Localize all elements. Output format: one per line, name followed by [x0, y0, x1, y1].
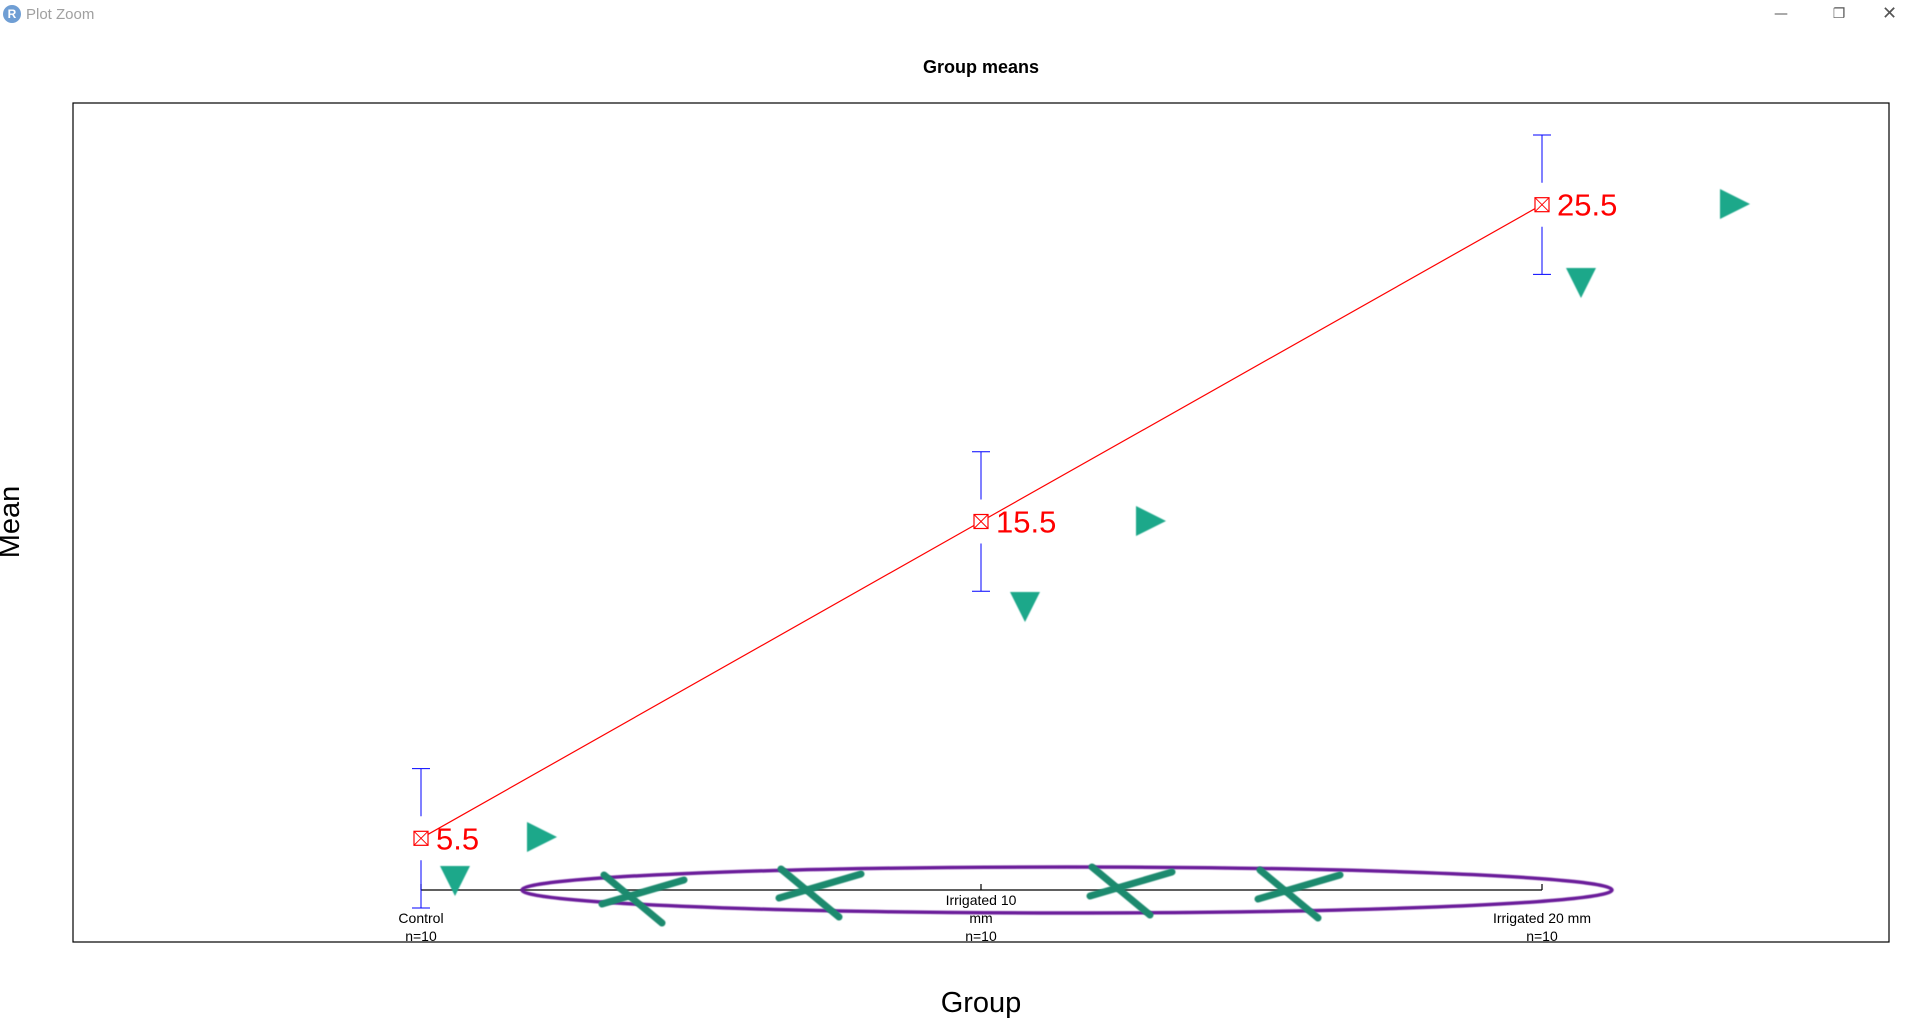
y-axis-label: Mean	[0, 486, 26, 559]
x-tick-label-2-line-1: Irrigated 10	[946, 892, 1017, 908]
maximize-button[interactable]: ❐	[1832, 6, 1846, 22]
cross-mark-icon-4-a	[1256, 866, 1322, 922]
mean-value-label-2: 15.5	[996, 505, 1056, 540]
cross-mark-icon-1-b	[598, 876, 688, 908]
mean-point-cross-b-2	[973, 514, 989, 529]
cross-mark-icon-2-a	[777, 865, 843, 921]
chart-title: Group means	[923, 57, 1039, 77]
arrow-down-icon-2-head	[1010, 592, 1040, 622]
arrow-right-icon-2-head	[1136, 506, 1166, 536]
close-button[interactable]: ✕	[1881, 3, 1898, 24]
x-tick-label-1-line-2: n=10	[405, 928, 437, 944]
title-bar[interactable]: R Plot Zoom — ❐ ✕	[0, 0, 1911, 28]
x-axis-label: Group	[941, 987, 1022, 1019]
mean-point-cross-b-3	[1534, 197, 1550, 213]
cross-mark-icon-3-a	[1088, 863, 1154, 919]
x-tick-label-1-line-1: Control	[398, 910, 443, 926]
window-title: Plot Zoom	[26, 6, 95, 23]
arrow-right-icon-3-head	[1720, 189, 1750, 219]
cross-mark-icon-3-b	[1086, 868, 1176, 900]
ellipse-highlight	[520, 865, 1614, 915]
mean-value-label-3: 25.5	[1557, 188, 1617, 223]
cross-mark-icon-1-a	[600, 871, 666, 927]
arrow-right-icon-1-head	[527, 822, 557, 852]
cross-mark-icon-2-b	[775, 870, 865, 902]
x-tick-label-3-line-2: n=10	[1526, 928, 1558, 944]
x-tick-label-3-line-1: Irrigated 20 mm	[1493, 910, 1591, 926]
cross-mark-icon-4-b	[1254, 871, 1344, 903]
x-tick-label-2-line-3: n=10	[965, 928, 997, 944]
minimize-button[interactable]: —	[1774, 6, 1788, 22]
arrow-down-icon-3-head	[1566, 268, 1596, 298]
mean-point-cross-b-1	[413, 830, 429, 846]
arrow-down-icon-1-head	[440, 866, 470, 896]
r-logo-icon: R	[3, 5, 21, 23]
plot-frame	[72, 102, 1890, 943]
